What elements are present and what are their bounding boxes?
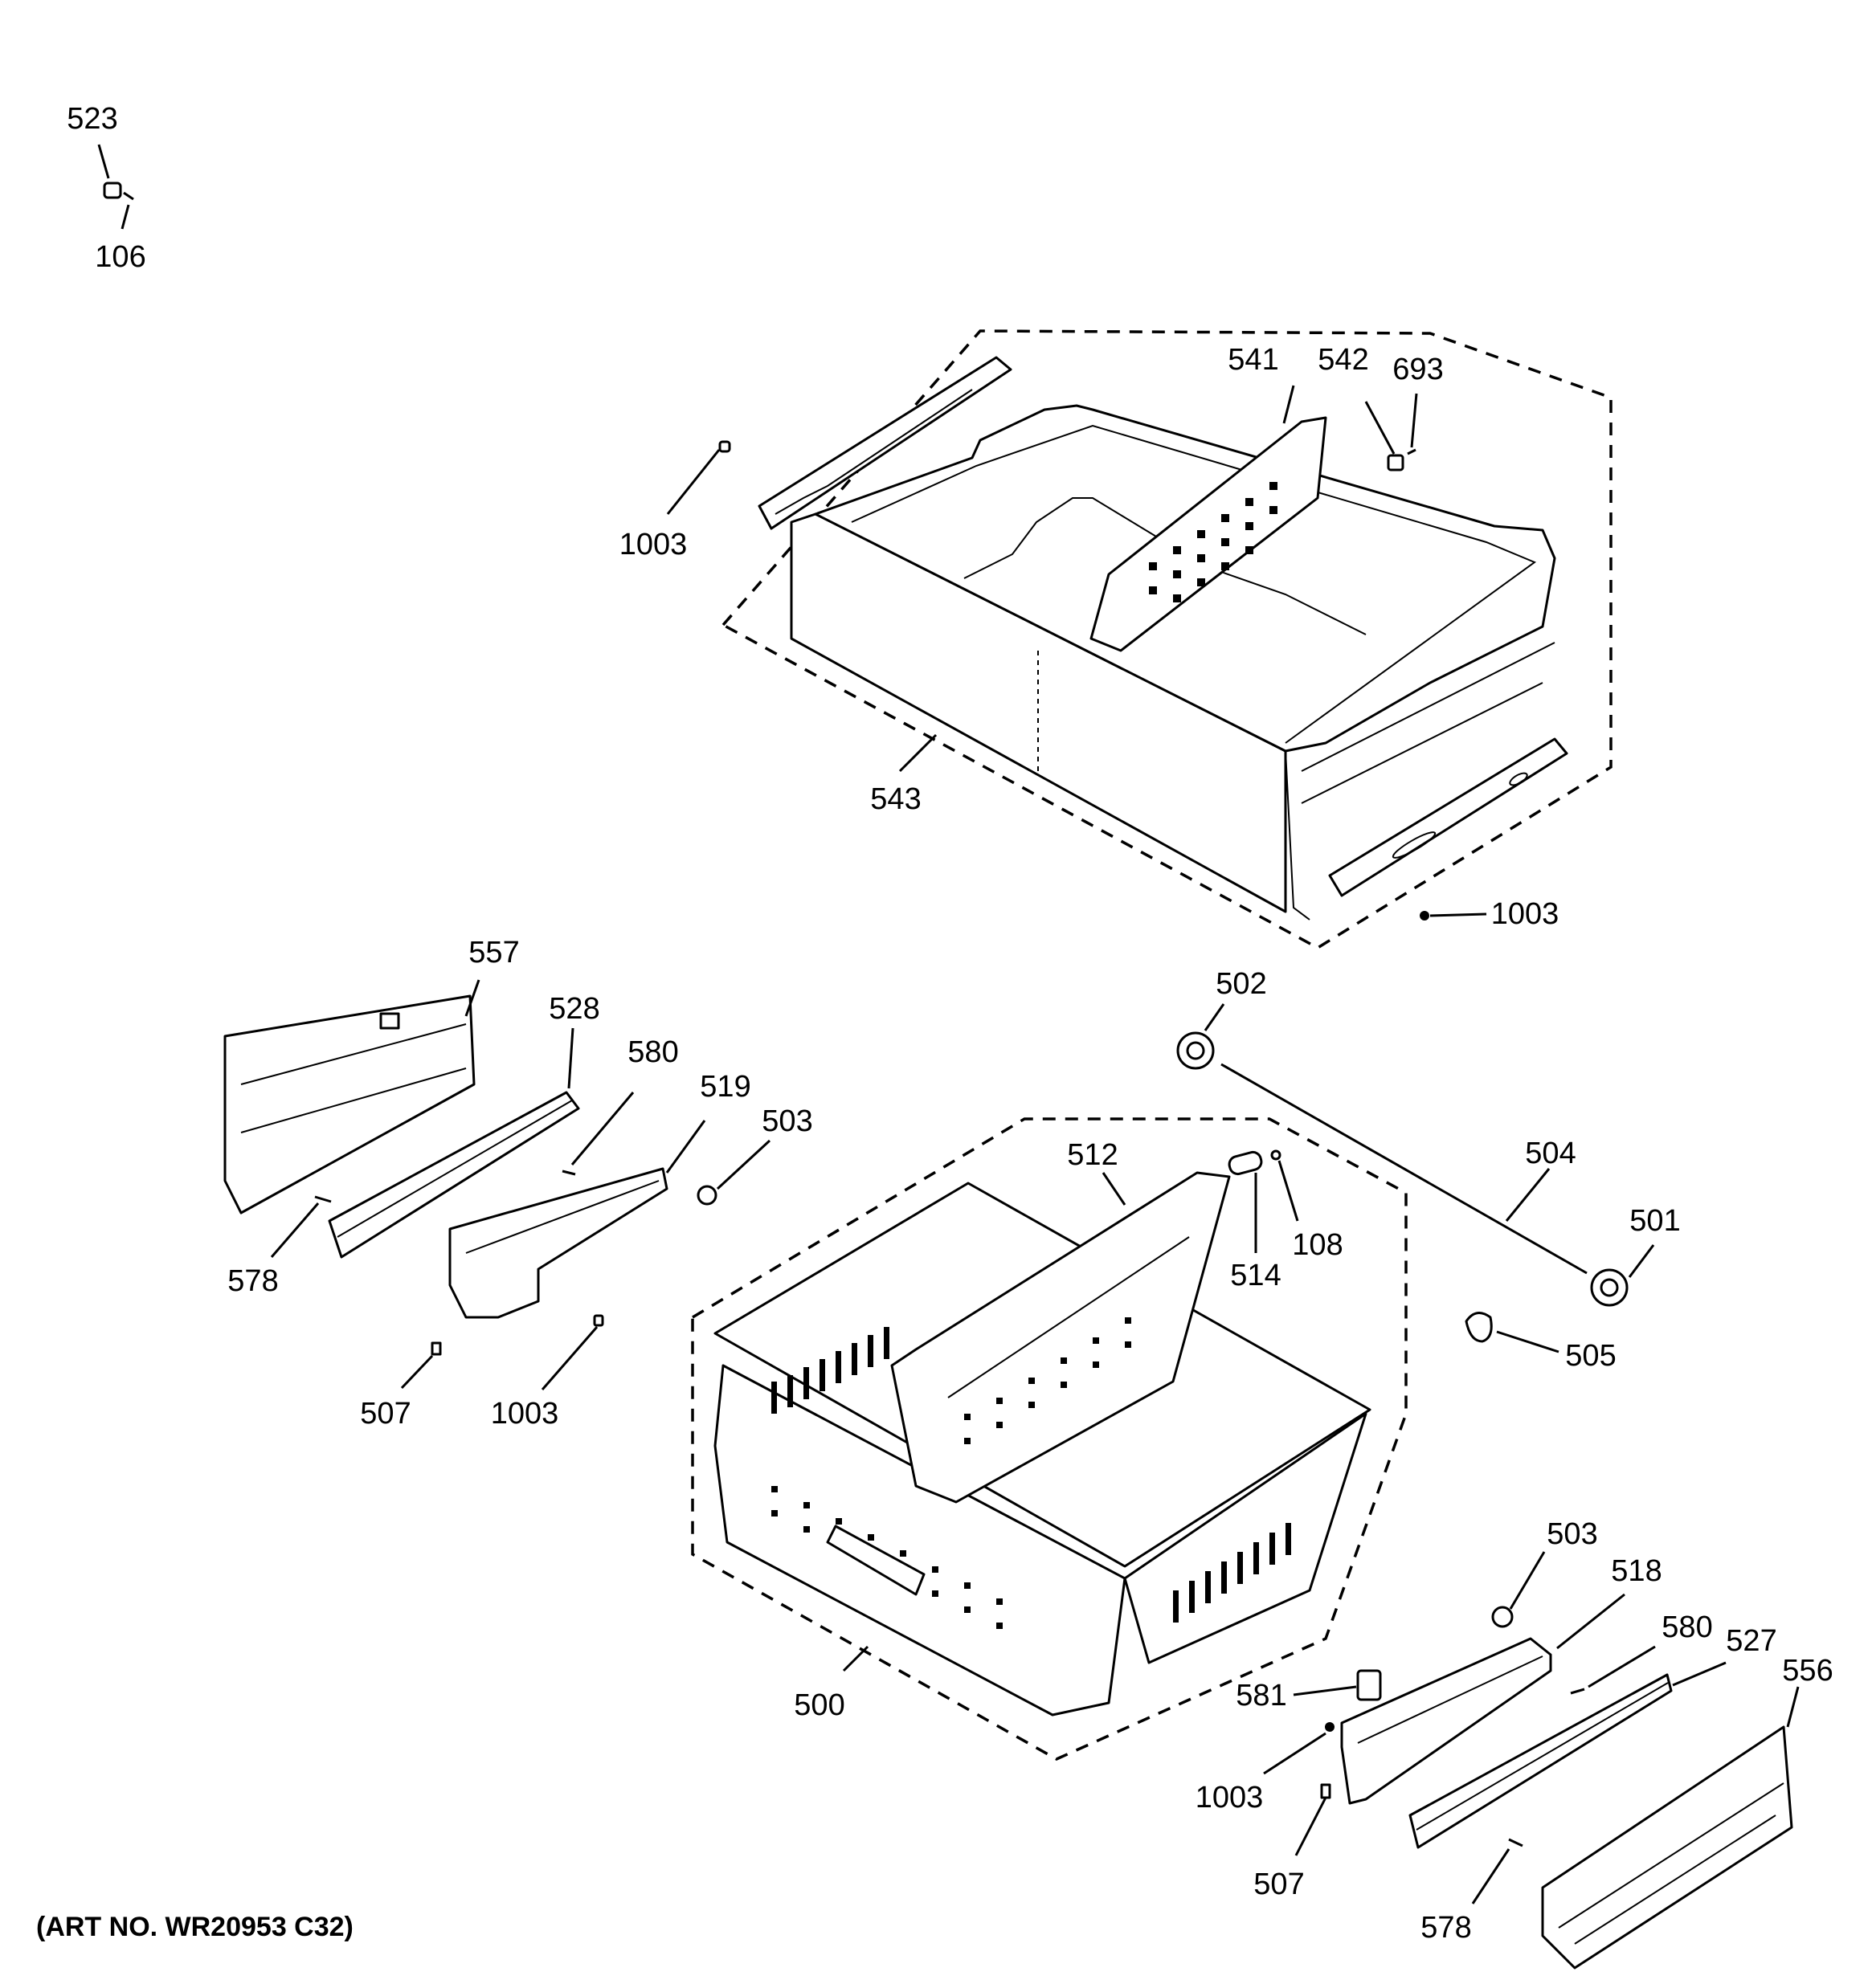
callout-527: 527 (1726, 1624, 1776, 1658)
callout-580-left: 580 (627, 1035, 678, 1069)
callout-1003-bottom: 1003 (1196, 1781, 1264, 1815)
part-503-roller-left (697, 1185, 717, 1206)
callout-541: 541 (1228, 343, 1278, 377)
part-1003-screw-right (1420, 911, 1429, 921)
part-1003-screw-mid (593, 1314, 604, 1327)
callout-542: 542 (1318, 343, 1368, 377)
callout-523: 523 (67, 102, 117, 136)
callout-514: 514 (1230, 1259, 1281, 1292)
part-514-pad (1228, 1150, 1263, 1176)
upper-freezer-drawer (790, 404, 1556, 921)
upper-drawer-boundary (721, 329, 1613, 950)
part-556-bracket (1541, 1725, 1793, 1970)
callout-503-left: 503 (762, 1104, 812, 1138)
callout-507-right: 507 (1253, 1868, 1304, 1901)
part-501-knob (1590, 1268, 1629, 1307)
callout-581: 581 (1236, 1679, 1286, 1712)
callout-578-left: 578 (227, 1264, 278, 1298)
part-106-screw (121, 191, 134, 230)
callout-519: 519 (700, 1070, 750, 1104)
part-542-clip (1387, 454, 1404, 471)
part-519-slide-bracket (448, 1167, 668, 1319)
callout-543: 543 (870, 782, 921, 816)
callout-693: 693 (1392, 353, 1443, 386)
part-108-screw (1270, 1149, 1281, 1161)
part-1003-screw-bottom (1325, 1722, 1335, 1732)
upper-rail-right (1328, 737, 1568, 897)
callout-507-left: 507 (360, 1397, 411, 1431)
callout-512: 512 (1067, 1138, 1118, 1172)
callout-528: 528 (549, 992, 599, 1026)
part-578-screw-left (314, 1195, 332, 1203)
callout-504: 504 (1525, 1137, 1576, 1170)
part-1003-screw-top (718, 440, 731, 453)
part-507-spring-left (431, 1341, 442, 1356)
callout-106: 106 (95, 240, 145, 274)
part-580-screw-right (1570, 1688, 1585, 1695)
callout-1003-top: 1003 (619, 528, 688, 561)
part-502-gear (1176, 1031, 1215, 1070)
callout-580-right: 580 (1662, 1610, 1712, 1644)
art-number: (ART NO. WR20953 C32) (36, 1912, 354, 1942)
part-581-stop (1356, 1669, 1382, 1701)
part-518-slide-bracket (1340, 1637, 1552, 1805)
callout-556: 556 (1782, 1654, 1833, 1688)
upper-rail-left (758, 356, 1012, 530)
part-507-spring-right (1320, 1783, 1331, 1799)
part-528-slide (328, 1091, 580, 1259)
callout-518: 518 (1611, 1554, 1662, 1588)
part-505-clip (1465, 1312, 1493, 1343)
callout-500: 500 (794, 1688, 844, 1722)
part-557-bracket (223, 994, 476, 1214)
callout-505: 505 (1565, 1339, 1616, 1373)
callout-108: 108 (1292, 1228, 1343, 1262)
callout-502: 502 (1216, 967, 1266, 1001)
part-541-divider (1089, 416, 1327, 652)
part-578-screw-right (1508, 1838, 1523, 1847)
callout-1003-right: 1003 (1491, 897, 1559, 931)
callout-557: 557 (468, 936, 519, 970)
callout-503-right: 503 (1547, 1517, 1597, 1551)
part-504-rod (1220, 1063, 1588, 1275)
callout-501: 501 (1629, 1204, 1680, 1238)
part-500-basket (713, 1182, 1371, 1717)
part-527-slide (1408, 1673, 1673, 1849)
callout-1003-mid: 1003 (491, 1397, 559, 1431)
part-693-screw (1407, 448, 1416, 455)
part-580-screw-left (562, 1170, 576, 1176)
part-503-roller-right (1491, 1606, 1514, 1628)
callout-578-right: 578 (1420, 1911, 1471, 1945)
part-523-grommet (97, 144, 122, 199)
part-512-divider (890, 1171, 1231, 1504)
